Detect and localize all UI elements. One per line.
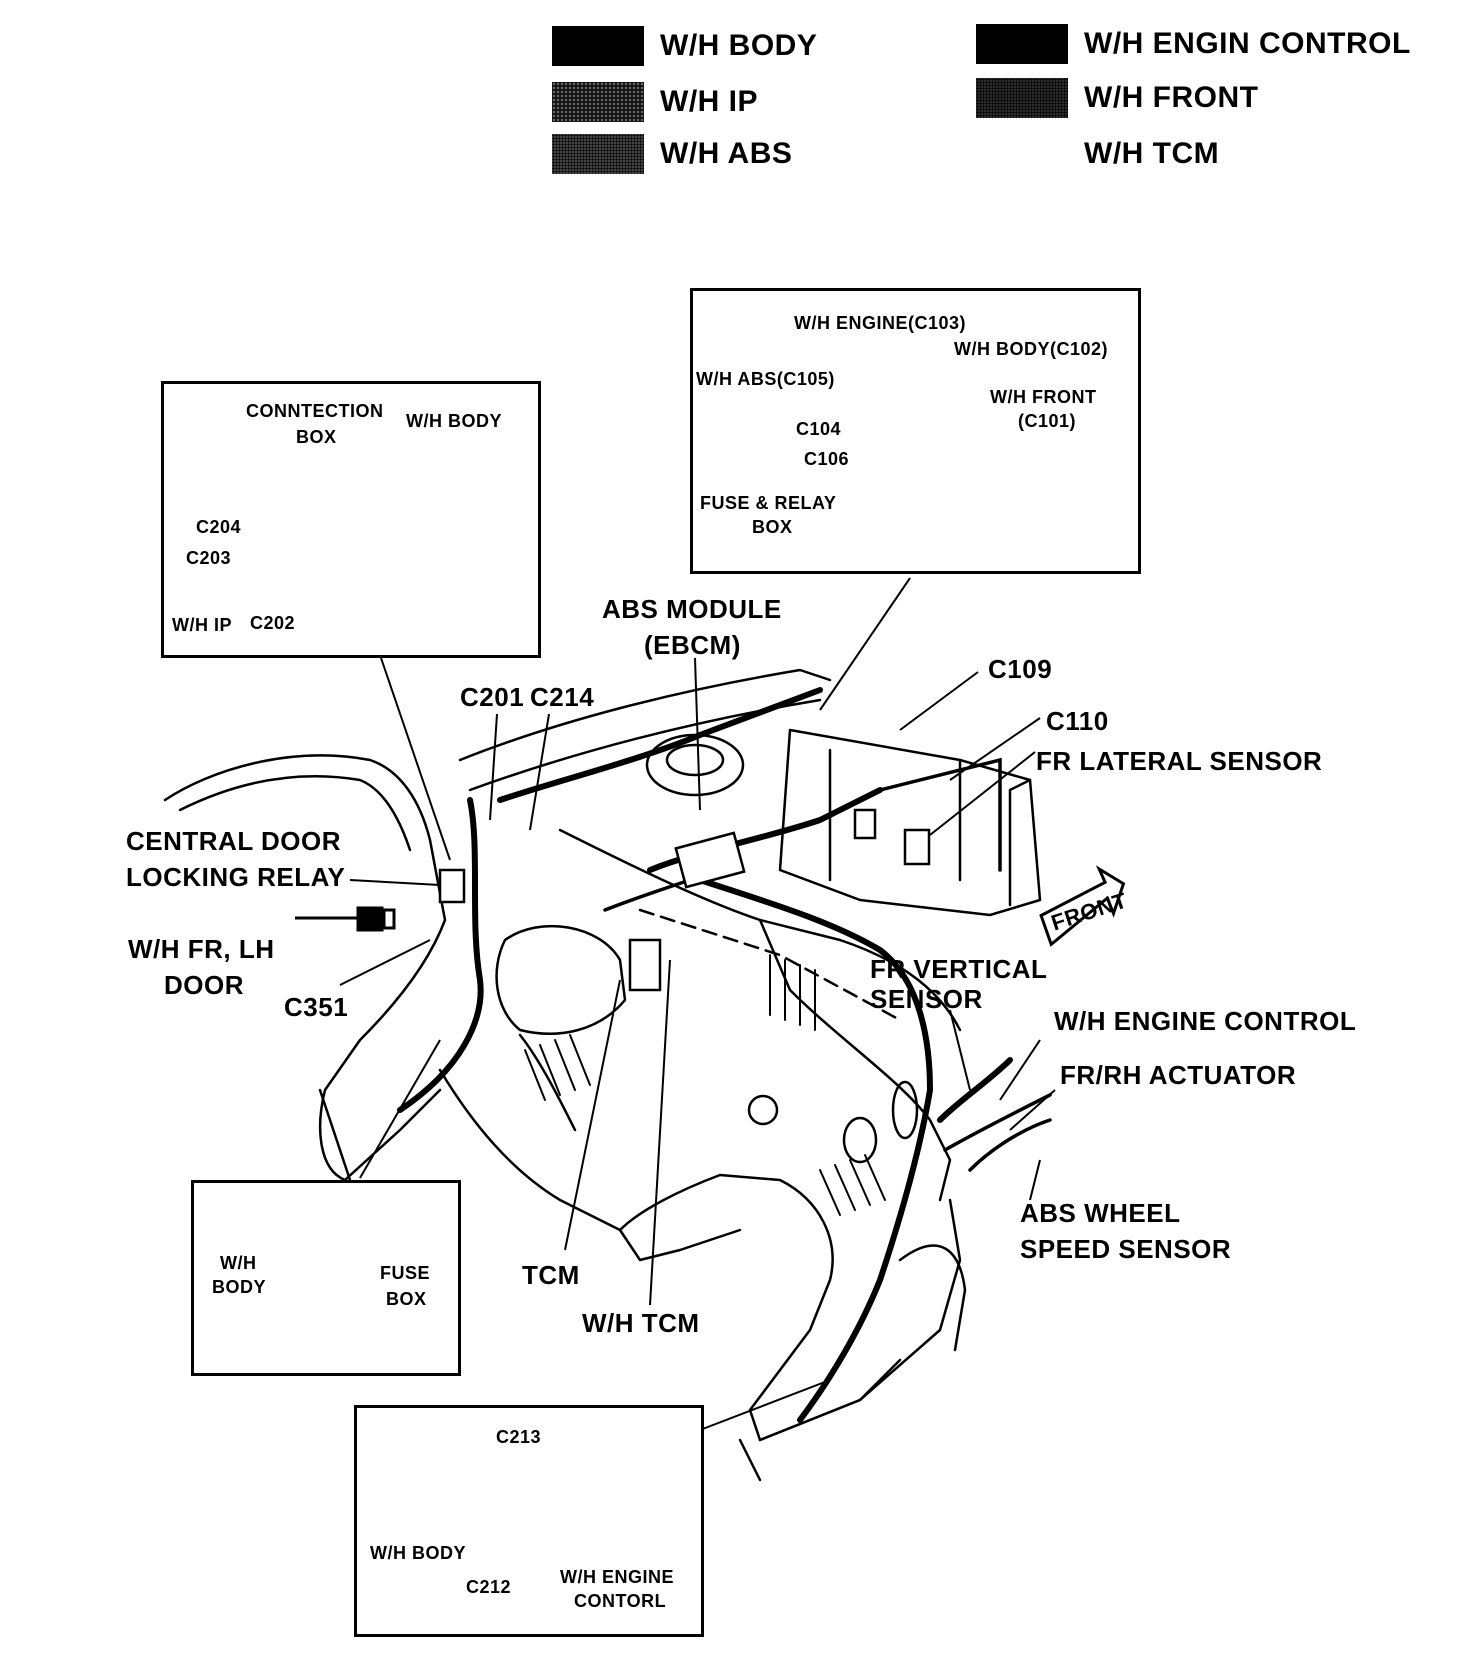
inset-fuse-relay-box bbox=[690, 288, 1141, 574]
inset-fuse-box bbox=[191, 1180, 461, 1376]
inset1-wh-ip: W/H IP bbox=[172, 615, 232, 635]
harness-cowl bbox=[497, 687, 823, 803]
inset1-c202: C202 bbox=[250, 613, 296, 633]
callout-fr-vertical-line2: SENSOR bbox=[870, 984, 983, 1014]
cowl-top bbox=[458, 668, 832, 762]
inset2-wh-front-line2: (C101) bbox=[1018, 411, 1077, 431]
inset2-fuse-line2: BOX bbox=[752, 517, 793, 537]
callout-c201: C201 bbox=[460, 682, 525, 712]
callout-wh-engine-control: W/H ENGINE CONTROL bbox=[1054, 1006, 1357, 1036]
inset2-c106: C106 bbox=[804, 449, 850, 469]
inset2-wh-body: W/H BODY(C102) bbox=[954, 339, 1109, 359]
floor-ribs bbox=[524, 954, 886, 1216]
callout-tcm: TCM bbox=[522, 1260, 580, 1290]
legend-label-engine: W/H ENGIN CONTROL bbox=[1084, 27, 1411, 60]
inset4-wh-engine-line1: W/H ENGINE bbox=[560, 1567, 675, 1587]
inset3-wh-line2: BODY bbox=[212, 1277, 267, 1297]
callout-fr-rh-actuator: FR/RH ACTUATOR bbox=[1060, 1060, 1297, 1090]
callout-abs-wheel-line2: SPEED SENSOR bbox=[1020, 1234, 1232, 1264]
callout-abs-wheel-line1: ABS WHEEL bbox=[1020, 1198, 1181, 1228]
left-wheelhouse bbox=[495, 924, 627, 1035]
inset4-c213: C213 bbox=[496, 1427, 542, 1447]
door-harness-connector bbox=[295, 906, 396, 932]
callout-c214: C214 bbox=[530, 682, 595, 712]
tcm-body bbox=[628, 938, 662, 992]
right-frame-rail bbox=[778, 728, 1042, 917]
inset3-wh-line1: W/H bbox=[220, 1253, 257, 1273]
legend-label-front: W/H FRONT bbox=[1084, 81, 1259, 114]
fr-lateral-sensor bbox=[903, 828, 931, 866]
front-floor-edge bbox=[758, 918, 952, 1202]
legend-label-body: W/H BODY bbox=[660, 29, 818, 62]
callout-fr-vertical-line1: FR VERTICAL bbox=[870, 954, 1048, 984]
floor-hole bbox=[747, 1094, 779, 1126]
callout-c109: C109 bbox=[988, 654, 1053, 684]
left-fender-outline bbox=[163, 754, 447, 1182]
inset4-wh-body: W/H BODY bbox=[370, 1543, 466, 1563]
legend-label-tcm: W/H TCM bbox=[1084, 137, 1220, 170]
left-pillar bbox=[318, 1088, 442, 1182]
inset1-title-line2: BOX bbox=[296, 427, 337, 447]
inset2-wh-engine: W/H ENGINE(C103) bbox=[794, 313, 967, 333]
inset1-c204: C204 bbox=[196, 517, 242, 537]
harness-front bbox=[697, 877, 934, 1423]
inset2-wh-front-line1: W/H FRONT bbox=[990, 387, 1097, 407]
inset-engine-connector bbox=[354, 1405, 704, 1637]
front-arrow-icon bbox=[1039, 865, 1126, 947]
legend-swatch-ip bbox=[552, 82, 644, 122]
inset2-c104: C104 bbox=[796, 419, 842, 439]
leader-lines bbox=[339, 577, 1056, 1431]
dash-crossmember bbox=[638, 908, 902, 1022]
legend-swatch-engine bbox=[976, 24, 1068, 64]
callout-central-door-line1: CENTRAL DOOR bbox=[126, 826, 341, 856]
inset1-c203: C203 bbox=[186, 548, 232, 568]
inset1-wh-body: W/H BODY bbox=[406, 411, 502, 431]
inset2-wh-abs: W/H ABS(C105) bbox=[696, 369, 835, 389]
callout-fr-lateral-sensor: FR LATERAL SENSOR bbox=[1036, 746, 1323, 776]
legend-swatch-abs bbox=[552, 134, 644, 174]
harness-ip-left bbox=[397, 797, 484, 1113]
callout-c110: C110 bbox=[1046, 706, 1109, 736]
inset3-fuse-line2: BOX bbox=[386, 1289, 427, 1309]
cowl-lower bbox=[468, 698, 822, 792]
inset1-title-line1: CONNTECTION bbox=[246, 401, 384, 421]
callout-central-door-line2: LOCKING RELAY bbox=[126, 862, 346, 892]
legend-label-ip: W/H IP bbox=[660, 85, 758, 118]
callout-c351: C351 bbox=[284, 992, 349, 1022]
harness-routing bbox=[397, 687, 1013, 1423]
harness-engine-rh bbox=[937, 1057, 1013, 1123]
callout-abs-module-line1: ABS MODULE bbox=[602, 594, 782, 624]
inset4-wh-engine-line2: CONTORL bbox=[574, 1591, 667, 1611]
inset3-fuse-line1: FUSE bbox=[380, 1263, 431, 1283]
floor-pan bbox=[438, 1068, 834, 1442]
callout-abs-module-line2: (EBCM) bbox=[644, 630, 741, 660]
central-door-relay bbox=[438, 868, 466, 904]
left-fender-inner bbox=[178, 775, 412, 852]
abs-module-body bbox=[674, 831, 746, 889]
right-wheelhouse bbox=[898, 1244, 967, 1352]
inset2-fuse-line1: FUSE & RELAY bbox=[700, 493, 837, 513]
legend-label-abs: W/H ABS bbox=[660, 137, 793, 170]
inset-connection-box bbox=[161, 381, 541, 658]
legend-swatch-body bbox=[552, 26, 644, 66]
inset4-c212: C212 bbox=[466, 1577, 512, 1597]
callout-wh-fr-lh-line2: DOOR bbox=[164, 970, 244, 1000]
legend-swatch-front bbox=[976, 78, 1068, 118]
callout-wh-fr-lh-line1: W/H FR, LH bbox=[128, 934, 275, 964]
callout-wh-tcm: W/H TCM bbox=[582, 1308, 700, 1338]
